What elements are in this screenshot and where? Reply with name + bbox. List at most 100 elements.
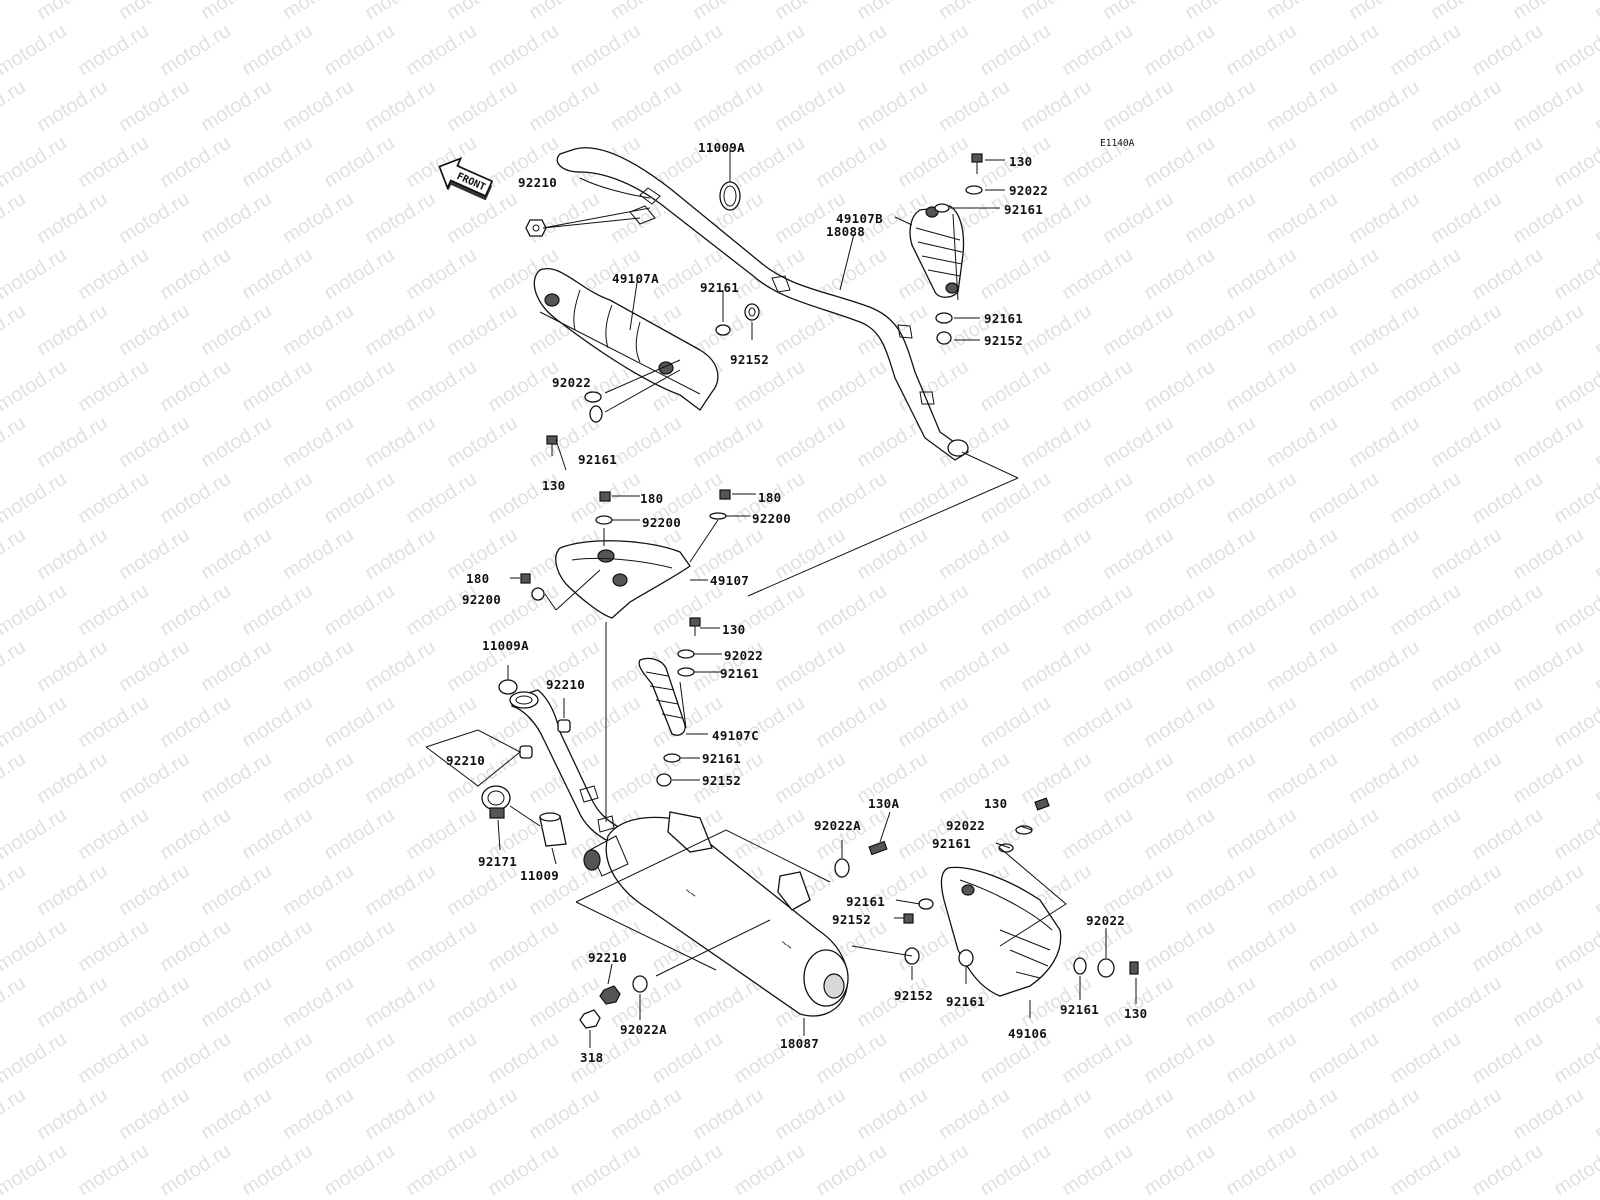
watermark-text: motod.ru <box>279 412 358 472</box>
watermark-text: motod.ru <box>320 916 399 976</box>
watermark-text: motod.ru <box>771 412 850 472</box>
label-130-a: 130 <box>542 478 565 493</box>
watermark-text: motod.ru <box>0 580 71 640</box>
label-92022-c: 92022 <box>724 648 763 663</box>
watermark-text: motod.ru <box>320 692 399 752</box>
watermark-text: motod.ru <box>1591 972 1600 1032</box>
watermark-text: motod.ru <box>197 972 276 1032</box>
nut-92210-top <box>525 219 547 237</box>
watermark-text: motod.ru <box>894 1140 973 1200</box>
watermark-text: motod.ru <box>197 76 276 136</box>
watermark-text: motod.ru <box>238 692 317 752</box>
gasket-ring-inner <box>723 185 737 207</box>
watermark-text: motod.ru <box>361 300 440 360</box>
watermark-text: motod.ru <box>443 300 522 360</box>
watermark-text: motod.ru <box>1550 244 1600 304</box>
leader-lines <box>425 148 1137 1048</box>
watermark-text: motod.ru <box>1222 692 1301 752</box>
watermark-text: motod.ru <box>443 76 522 136</box>
watermark-text: motod.ru <box>976 1140 1055 1200</box>
watermark-text: motod.ru <box>0 804 71 864</box>
watermark-text: motod.ru <box>156 356 235 416</box>
watermark-text: motod.ru <box>402 804 481 864</box>
watermark-text: motod.ru <box>0 356 71 416</box>
watermark-text: motod.ru <box>279 76 358 136</box>
washers-middle <box>656 649 695 787</box>
watermark-text: motod.ru <box>238 804 317 864</box>
watermark-text: motod.ru <box>1427 972 1506 1032</box>
diagram-code: E1140A <box>1100 138 1135 149</box>
watermark-text: motod.ru <box>689 412 768 472</box>
watermark-text: motod.ru <box>1386 804 1465 864</box>
watermark-text: motod.ru <box>853 1084 932 1144</box>
watermark-text: motod.ru <box>1140 244 1219 304</box>
watermark-text: motod.ru <box>607 76 686 136</box>
watermark-text: motod.ru <box>1427 188 1506 248</box>
watermark-text: motod.ru <box>1099 1084 1178 1144</box>
watermark-text: motod.ru <box>279 300 358 360</box>
watermark-text: motod.ru <box>1509 636 1588 696</box>
watermark-text: motod.ru <box>33 1084 112 1144</box>
label-180-b: 180 <box>758 490 781 505</box>
watermark-text: motod.ru <box>1017 0 1096 24</box>
label-92022-a: 92022 <box>552 375 591 390</box>
heat-cover-49107c <box>638 657 686 736</box>
watermark-text: motod.ru <box>484 916 563 976</box>
watermark-text: motod.ru <box>1099 524 1178 584</box>
watermark-text: motod.ru <box>443 972 522 1032</box>
watermark-text: motod.ru <box>279 1084 358 1144</box>
watermark-text: motod.ru <box>853 76 932 136</box>
watermark-text: motod.ru <box>33 76 112 136</box>
watermark-text: motod.ru <box>115 972 194 1032</box>
watermark-text: motod.ru <box>0 860 30 920</box>
watermark-text: motod.ru <box>33 188 112 248</box>
watermark-text: motod.ru <box>1468 244 1547 304</box>
watermark-text: motod.ru <box>484 20 563 80</box>
watermark-text: motod.ru <box>1468 692 1547 752</box>
watermark-text: motod.ru <box>1345 972 1424 1032</box>
watermark-text: motod.ru <box>1058 1140 1137 1200</box>
watermark-text: motod.ru <box>74 244 153 304</box>
watermark-text: motod.ru <box>1550 916 1600 976</box>
muffler-18087: ~~ ~~ <box>583 811 849 1017</box>
watermark-text: motod.ru <box>812 692 891 752</box>
watermark-text: motod.ru <box>484 1140 563 1200</box>
watermark-text: motod.ru <box>115 1084 194 1144</box>
watermark-text: motod.ru <box>1099 76 1178 136</box>
part-labels: 11009A 92210 49107A 92161 18088 92152 92… <box>446 140 1147 1065</box>
watermark-text: motod.ru <box>402 1028 481 1088</box>
watermark-text: motod.ru <box>648 1140 727 1200</box>
watermark-text: motod.ru <box>443 1084 522 1144</box>
watermark-text: motod.ru <box>1263 636 1342 696</box>
watermark-text: motod.ru <box>197 188 276 248</box>
watermark-text: motod.ru <box>1304 692 1383 752</box>
label-92161-h: 92161 <box>846 894 885 909</box>
watermark-text: motod.ru <box>1550 1140 1600 1200</box>
gasket-11009 <box>539 812 567 847</box>
header-pipe-18088 <box>556 147 970 461</box>
watermark-text: motod.ru <box>320 244 399 304</box>
watermark-text: motod.ru <box>976 804 1055 864</box>
watermark-text: motod.ru <box>771 524 850 584</box>
watermark-text: motod.ru <box>320 468 399 528</box>
label-92022-d: 92022 <box>946 818 985 833</box>
watermark-text: motod.ru <box>361 188 440 248</box>
watermark-text: motod.ru <box>566 692 645 752</box>
watermark-text: motod.ru <box>320 20 399 80</box>
watermark-text: motod.ru <box>0 1028 71 1088</box>
watermark-text: motod.ru <box>1222 468 1301 528</box>
rear-fasteners <box>903 797 1139 978</box>
label-92152-b: 92152 <box>984 333 1023 348</box>
watermark-text: motod.ru <box>853 636 932 696</box>
front-exhaust-pipe <box>509 689 621 843</box>
watermark-text: motod.ru <box>0 244 71 304</box>
label-18087: 18087 <box>780 1036 819 1051</box>
watermark-text: motod.ru <box>976 356 1055 416</box>
watermark-text: motod.ru <box>238 132 317 192</box>
watermark-text: motod.ru <box>1468 132 1547 192</box>
watermark-text: motod.ru <box>74 1028 153 1088</box>
watermark-text: motod.ru <box>1099 748 1178 808</box>
watermark-text: motod.ru <box>607 412 686 472</box>
watermark-text: motod.ru <box>1509 76 1588 136</box>
